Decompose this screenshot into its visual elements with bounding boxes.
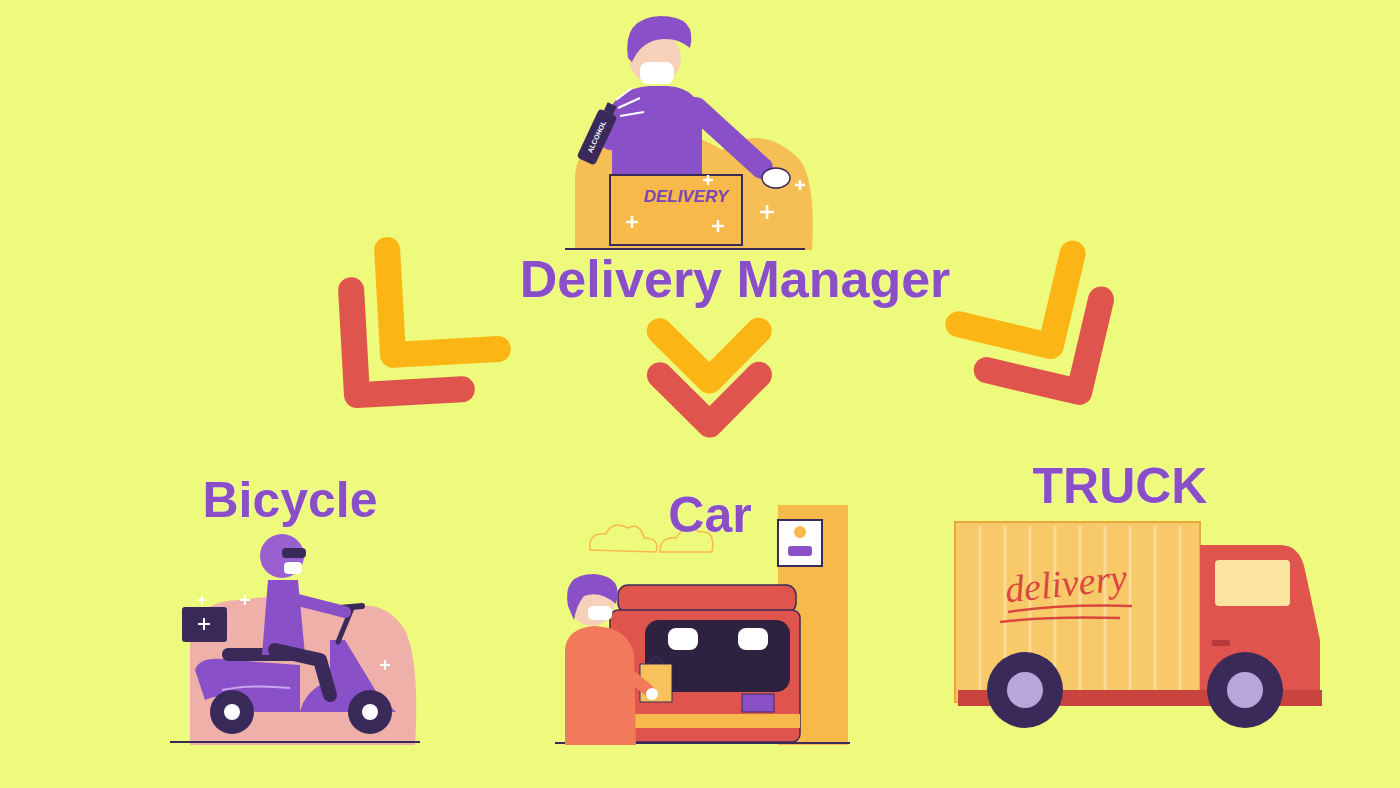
chevron-head xyxy=(660,375,759,425)
chevron-head xyxy=(958,254,1072,346)
manager-node: Delivery Manager xyxy=(460,0,1010,320)
node-label: Bicycle xyxy=(150,472,430,530)
chevron-connector xyxy=(660,331,759,425)
truck-illustration xyxy=(955,522,1322,728)
chevron-head xyxy=(351,290,462,395)
car-node: Car xyxy=(550,485,870,750)
manager-illustration xyxy=(565,16,813,250)
node-label: Delivery Manager xyxy=(460,250,1010,310)
chevron-head xyxy=(387,250,498,355)
scooter-illustration xyxy=(170,534,420,745)
node-label: TRUCK xyxy=(900,458,1340,516)
box-label: DELIVERY xyxy=(644,188,729,207)
node-label: Car xyxy=(550,487,870,545)
chevron-head xyxy=(987,300,1101,392)
chevron-connector xyxy=(351,250,498,395)
bicycle-node: Bicycle xyxy=(150,470,430,750)
chevron-connector xyxy=(958,254,1101,392)
